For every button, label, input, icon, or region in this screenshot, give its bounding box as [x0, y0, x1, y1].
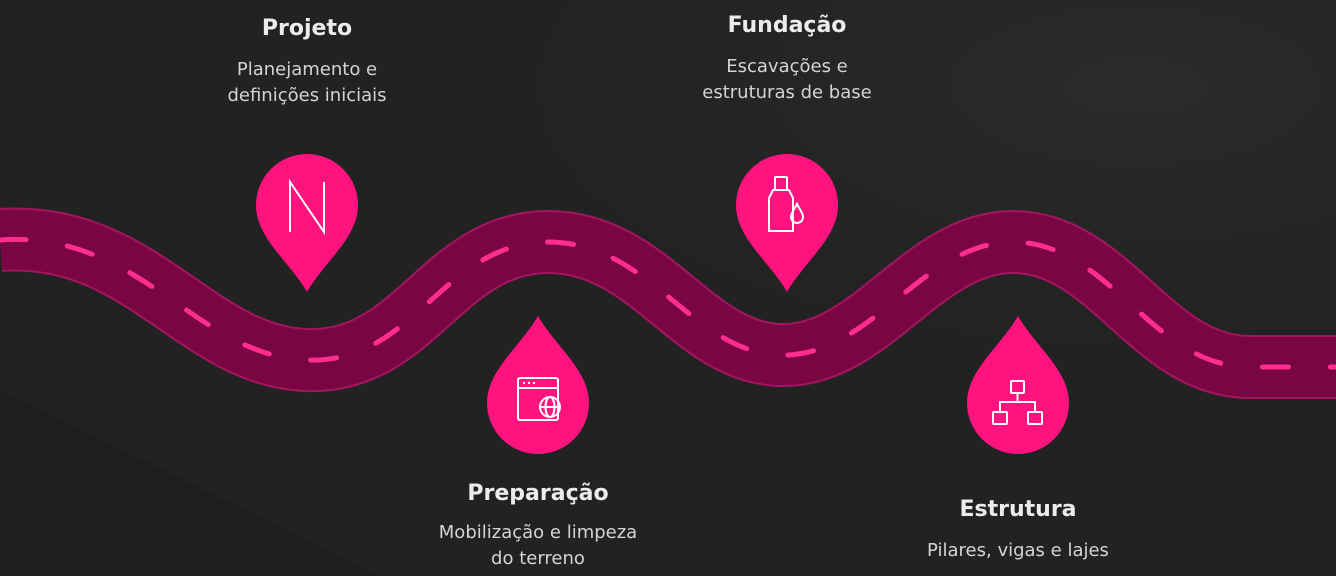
step-description: Escavações e estruturas de base: [677, 54, 897, 106]
lane-markings: [0, 236, 1336, 370]
step-description: Mobilização e limpeza do terreno: [418, 520, 658, 572]
step-description-line: Pilares, vigas e lajes: [927, 540, 1109, 561]
step-description-line: definições iniciais: [227, 85, 387, 106]
step-fundacao: Fundação Escavações e estruturas de base: [677, 12, 897, 106]
step-title: Projeto: [261, 16, 353, 41]
step-description-line: do terreno: [491, 548, 585, 569]
step-description-line: Planejamento e: [236, 59, 378, 80]
step-preparacao: Preparação Mobilização e limpeza do terr…: [418, 480, 658, 572]
step-description-line: Mobilização e limpeza: [438, 522, 638, 543]
step-description: Planejamento e definições iniciais: [207, 57, 407, 109]
step-title: Fundação: [727, 13, 847, 38]
road-core: [0, 209, 1336, 397]
step-estrutura: Estrutura Pilares, vigas e lajes: [898, 496, 1138, 564]
step-title: Estrutura: [959, 497, 1077, 522]
step-description-line: Escavações e: [726, 56, 848, 77]
step-description-line: estruturas de base: [702, 82, 872, 103]
step-projeto: Projeto Planejamento e definições inicia…: [207, 15, 407, 109]
step-title: Preparação: [467, 481, 609, 506]
step-description: Pilares, vigas e lajes: [898, 538, 1138, 564]
